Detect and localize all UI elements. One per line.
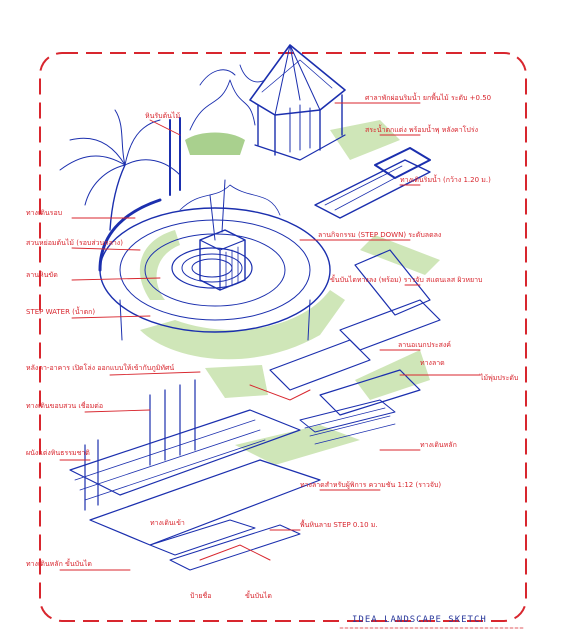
right-annotations: ศาลาพักผ่อนริมน้ำ ยกพื้นไม้ ระดับ +0.50 …	[300, 91, 518, 529]
sheet-title: IDEA LANDSCAPE SKETCH	[352, 615, 487, 625]
annotation-right-8: ไม้พุ่มประดับ	[479, 373, 518, 382]
leader-lines	[59, 102, 481, 571]
left-annotations: หินรับต้นไม้ ทางเดินรอบ สวนหย่อมต้นไม้ (…	[26, 111, 180, 568]
annotation-left-5: STEP WATER (น้ำตก)	[26, 305, 95, 316]
bottom-annotations: ทางเดินเข้า ขั้นบันได ป้ายชื่อ	[150, 519, 272, 600]
annotation-right-3: ทางเดินริมน้ำ (กว้าง 1.20 ม.)	[400, 173, 491, 184]
annotation-left-9: ทางเดินหลัก ขั้นบันได	[26, 557, 92, 568]
water-channel	[314, 147, 431, 219]
annotation-right-1: ศาลาพักผ่อนริมน้ำ ยกพื้นไม้ ระดับ +0.50	[365, 91, 491, 102]
ramps-and-walls	[69, 409, 321, 571]
annotation-right-7: ทางลาด	[420, 359, 445, 367]
annotation-bottom-2: ขั้นบันได	[245, 589, 272, 600]
annotation-left-7: ทางเดินขอบสวน เชื่อมต่อ	[26, 401, 103, 410]
annotation-left-4: ลานหินขัด	[26, 271, 58, 279]
annotation-right-11: พื้นหินลาย STEP 0.10 ม.	[300, 518, 378, 529]
central-monument	[199, 179, 246, 291]
annotation-right-4: ลานกิจกรรม (STEP DOWN) ระดับลดลง	[318, 231, 441, 239]
dashed-border-frame	[39, 52, 527, 622]
circular-plaza	[98, 198, 331, 341]
annotation-right-5: ขั้นบันไดทางลง (พร้อม) ราวจับ สแตนเลส ผิ…	[330, 273, 482, 284]
stepped-terraces	[269, 249, 441, 445]
annotation-left-3: สวนหย่อมต้นไม้ (รอบส่วนกลาง)	[26, 238, 123, 247]
annotation-bottom-1: ทางเดินเข้า	[150, 519, 185, 527]
annotation-left-1: หินรับต้นไม้	[145, 111, 180, 120]
pavilion	[249, 44, 346, 161]
annotation-left-6: หลังคา-อาคาร เปิดโล่ง ออกแบบให้เข้ากับภู…	[26, 363, 174, 372]
annotation-left-8: ผนังแต่งหินธรรมชาติ	[26, 449, 90, 457]
annotation-right-6: ลานอเนกประสงค์	[398, 341, 451, 349]
wall-fins	[84, 117, 196, 511]
annotation-right-9: ทางเดินหลัก	[420, 441, 457, 449]
annotation-right-10: ทางลาดสำหรับผู้พิการ ความชัน 1:12 (ราวจั…	[300, 481, 441, 489]
annotation-left-2: ทางเดินรอบ	[26, 209, 62, 217]
tree-canopy	[179, 64, 281, 216]
annotation-bottom-3: ป้ายชื่อ	[190, 591, 211, 600]
planting-areas	[139, 120, 440, 465]
annotation-right-2: สระน้ำตกแต่ง พร้อมน้ำพุ หลังคาโปร่ง	[365, 123, 478, 134]
palm-tree	[59, 109, 181, 231]
